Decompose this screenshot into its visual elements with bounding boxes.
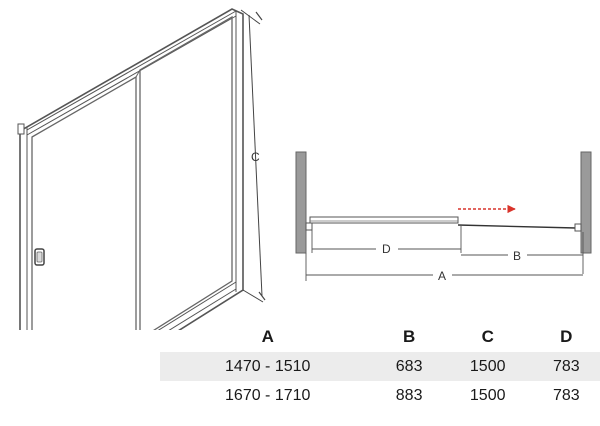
table-cell-c: 1500 <box>469 386 506 404</box>
table-cell-a: 1670 - 1710 <box>225 386 311 404</box>
dimension-label-c: C <box>251 150 260 164</box>
column-header-d: D <box>560 327 573 346</box>
dimension-a: A <box>305 253 583 283</box>
shower-door-drawings: C D B <box>17 8 592 330</box>
dimension-c-vertical: C <box>240 9 266 303</box>
right-glass-panel <box>139 15 233 330</box>
dimension-b: B <box>461 232 584 274</box>
left-wall <box>295 151 307 254</box>
plan-view-drawing: D B A <box>295 151 592 283</box>
table-row: 1470 - 1510 683 1500 783 <box>160 352 600 381</box>
left-glass-panel <box>31 75 137 330</box>
dimension-label-a: A <box>438 269 446 283</box>
table-row: 1670 - 1710 883 1500 783 <box>160 381 600 410</box>
right-wall <box>580 151 592 254</box>
column-header-b: B <box>402 327 416 346</box>
table-cell-b: 883 <box>395 386 423 404</box>
sliding-rail-plan <box>457 224 577 229</box>
door-perspective-drawing: C <box>17 8 266 330</box>
table-cell-d: 783 <box>532 352 600 381</box>
fixed-panel-plan <box>309 216 459 224</box>
table-cell-c: 1500 <box>442 352 533 381</box>
dimension-label-d: D <box>382 242 391 256</box>
column-header-c: C <box>481 327 494 346</box>
dimensions-table: A B C D 1470 - 1510 683 1500 783 1670 - … <box>160 322 600 410</box>
table-cell-d: 783 <box>552 386 580 404</box>
dimension-d: D <box>311 225 462 256</box>
door-outer-frame <box>19 8 244 330</box>
table-header-row: A B C D <box>160 322 600 352</box>
dimension-label-b: B <box>513 249 521 263</box>
column-header-a: A <box>261 327 274 346</box>
table-cell-b: 683 <box>375 352 443 381</box>
table-cell-a: 1470 - 1510 <box>160 352 376 381</box>
